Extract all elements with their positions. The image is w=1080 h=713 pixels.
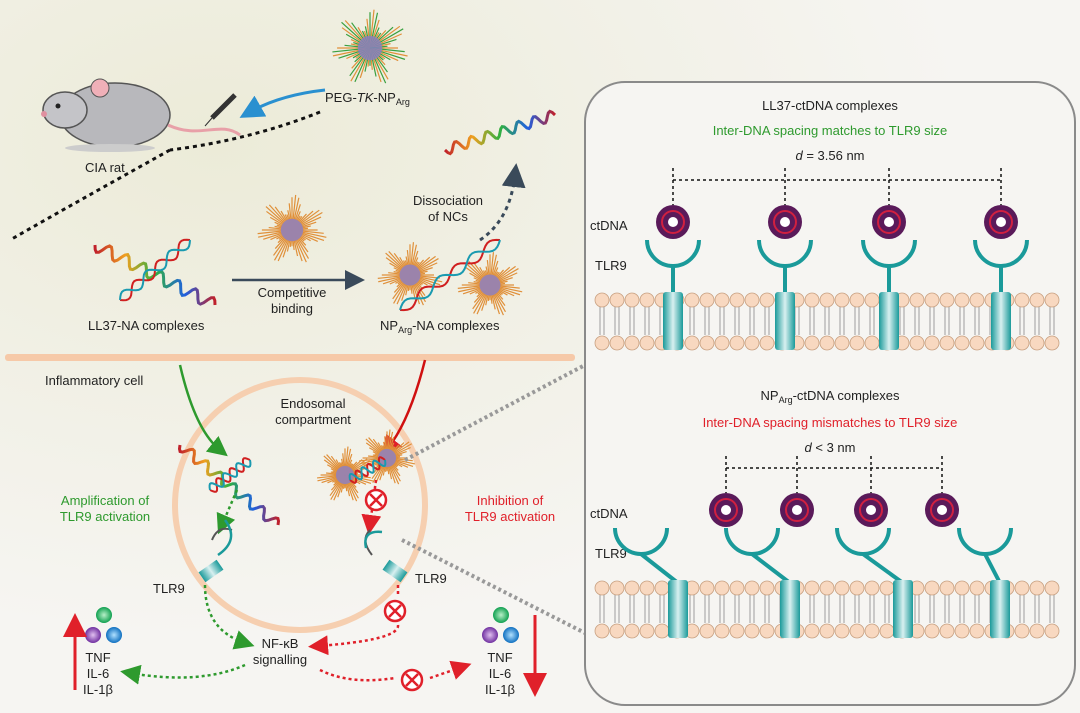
inflammatory-cell-label: Inflammatory cell bbox=[45, 373, 143, 388]
endosome bbox=[172, 377, 428, 633]
top-tlr9-label: TLR9 bbox=[595, 258, 627, 273]
top-ctdna-label: ctDNA bbox=[590, 218, 628, 233]
top-title: LL37-ctDNA complexes bbox=[762, 98, 898, 113]
tlr9-receptor-left bbox=[198, 519, 233, 583]
rat bbox=[41, 78, 241, 152]
np-na-label: NPArg-NA complexes bbox=[380, 318, 500, 335]
ll37-na-complex bbox=[93, 238, 217, 306]
peg-nanoparticle bbox=[332, 9, 408, 84]
rat-label: CIA rat bbox=[85, 160, 125, 175]
inhibit-icon bbox=[400, 668, 424, 692]
bottom-subtitle: Inter-DNA spacing mismatches to TLR9 siz… bbox=[703, 415, 958, 430]
zoom-line-bottom bbox=[401, 538, 586, 635]
bottom-membrane-assembly bbox=[594, 456, 1060, 639]
np-na-endosome bbox=[317, 429, 416, 502]
nanoparticle bbox=[257, 194, 327, 263]
ll37-na-endosome bbox=[177, 444, 281, 526]
top-subtitle: Inter-DNA spacing matches to TLR9 size bbox=[713, 123, 948, 138]
red-signal-arrow bbox=[318, 585, 400, 646]
tlr9-right-label: TLR9 bbox=[415, 571, 447, 586]
zoom-line-top bbox=[404, 363, 586, 462]
bottom-tlr9-label: TLR9 bbox=[595, 546, 627, 561]
inhibit-icon bbox=[364, 488, 388, 512]
green-cytokine-arrow bbox=[120, 663, 246, 685]
green-signal-arrow bbox=[203, 584, 255, 650]
released-ll37 bbox=[443, 109, 557, 156]
green-dotted-arrow bbox=[216, 489, 239, 535]
nanoparticle-label: PEG-TK-NPArg bbox=[325, 90, 410, 107]
red-cytokine-arrow bbox=[319, 667, 462, 682]
dissociation-arrow bbox=[479, 163, 526, 242]
cytokines-left bbox=[85, 607, 122, 643]
injection-arrow bbox=[239, 88, 326, 118]
tlr9-left-label: TLR9 bbox=[153, 581, 185, 596]
bottom-spacing: d < 3 nm bbox=[805, 440, 856, 455]
ll37-na-label: LL37-NA complexes bbox=[88, 318, 205, 333]
bottom-title: NPArg-ctDNA complexes bbox=[761, 388, 900, 405]
syringe-icon bbox=[204, 93, 237, 127]
circulation-path bbox=[9, 110, 321, 242]
detail-panel bbox=[584, 81, 1076, 706]
bottom-ctdna-label: ctDNA bbox=[590, 506, 628, 521]
top-spacing: d = 3.56 nm bbox=[795, 148, 864, 163]
np-na-complex bbox=[377, 238, 523, 316]
top-membrane-assembly bbox=[594, 168, 1060, 351]
cell-membrane-divider bbox=[5, 354, 575, 361]
tlr9-receptor-right bbox=[364, 529, 408, 583]
cytokines-right bbox=[482, 607, 519, 643]
inhibit-icon bbox=[383, 599, 407, 623]
red-dotted-arrow bbox=[361, 479, 382, 535]
entry-arrow-green bbox=[178, 364, 228, 457]
